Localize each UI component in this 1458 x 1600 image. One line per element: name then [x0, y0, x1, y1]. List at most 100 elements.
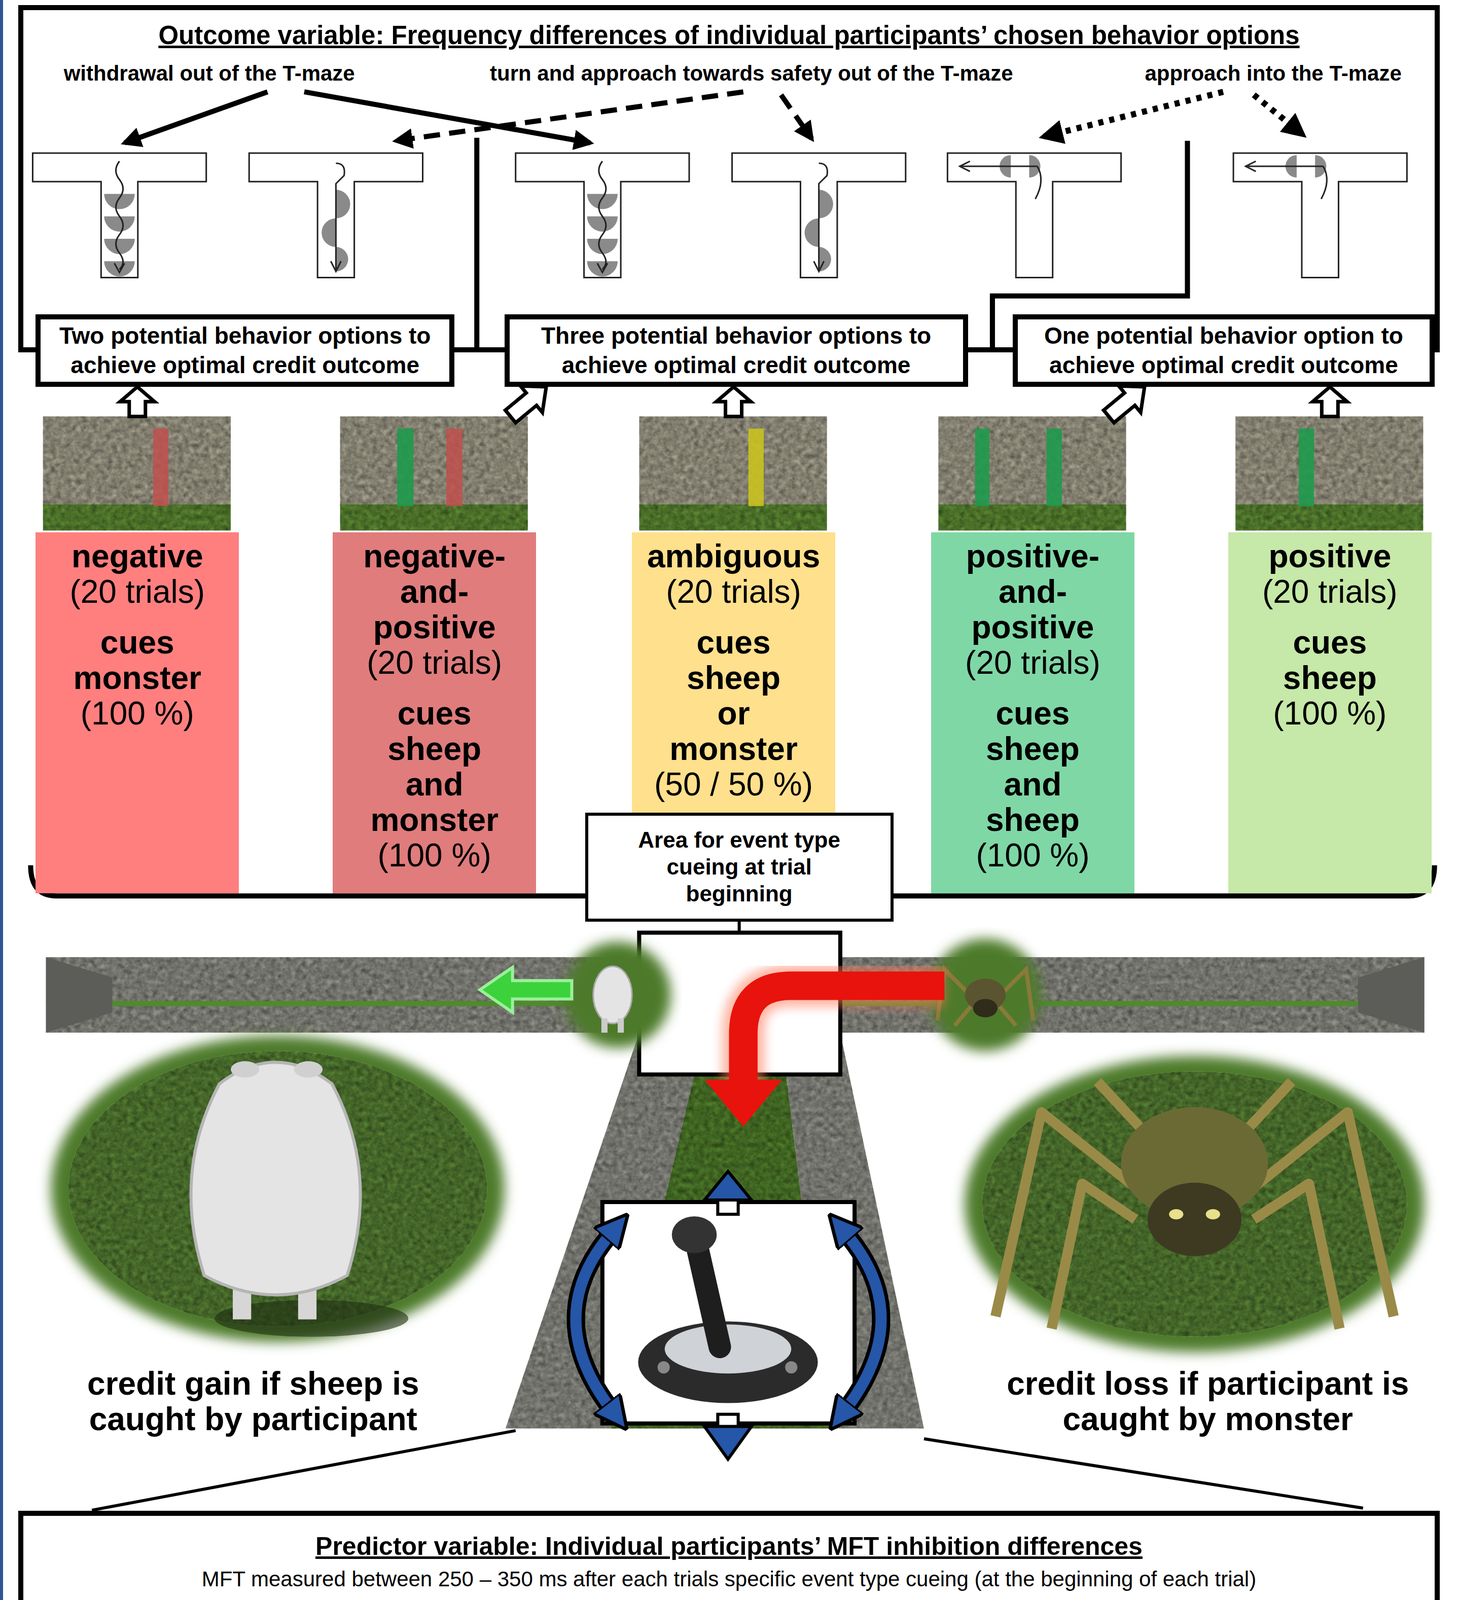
t-maze-icons — [947, 153, 1121, 278]
joystick-figure — [602, 1202, 855, 1425]
option-pointer-arrows — [1253, 94, 1303, 135]
cue-probability: (100 %) — [1232, 695, 1428, 732]
sheep-figure — [51, 1036, 505, 1343]
option-pointer-arrows — [304, 91, 591, 144]
event-type-name: positive- and- positive — [966, 538, 1100, 646]
option-pointer-arrows — [396, 91, 744, 141]
t-maze-icons — [321, 163, 350, 272]
joystick-figure — [717, 1200, 738, 1215]
t-maze-icons — [249, 153, 423, 278]
event-type-name: negative- and- positive — [363, 538, 506, 646]
monster-figure — [965, 1056, 1425, 1353]
event-type-band: negative- and- positive(20 trials) cues s… — [332, 416, 537, 894]
t-maze-icons — [587, 161, 618, 277]
sheep-figure — [51, 1036, 505, 1343]
event-type-band: positive- and- positive(20 trials)cues s… — [931, 416, 1135, 894]
joystick-figure — [576, 1231, 613, 1412]
joystick-figure — [91, 1431, 516, 1511]
cueing-area-box: Area for event type cueing at trial begi… — [585, 812, 894, 922]
option-pointer-arrows — [124, 91, 1303, 144]
cue-probability: (100 %) — [39, 695, 235, 732]
joystick-figure — [844, 1231, 881, 1412]
behavior-option-label: turn and approach towards safety out of … — [416, 60, 1087, 87]
movement-arrows — [479, 967, 945, 1127]
trial-count: (20 trials) — [336, 645, 532, 681]
trial-count: (20 trials) — [39, 574, 235, 610]
joystick-figure — [717, 1414, 738, 1428]
joystick-figure — [91, 1171, 1364, 1511]
cueing-area-text: Area for event type cueing at trial begi… — [627, 827, 851, 908]
sheep-figure — [230, 1061, 260, 1078]
joystick-figure — [671, 1216, 718, 1254]
block-arrow — [120, 386, 155, 417]
measure-description: MFT measured between 250 – 350 ms after … — [23, 1567, 1435, 1593]
monster-figure — [1147, 1183, 1242, 1257]
cue-probability: (50 / 50 %) — [635, 766, 832, 803]
cue-description: cues sheep or monster — [669, 624, 798, 767]
cue-description: cues sheep and monster — [370, 695, 499, 838]
t-maze-icons — [1245, 155, 1327, 200]
behavior-option-label: approach into the T-maze — [1116, 60, 1431, 87]
joystick-figure — [704, 1427, 752, 1460]
joystick-figure — [923, 1439, 1364, 1509]
option-pointer-arrows — [780, 94, 812, 139]
t-maze-icons — [103, 161, 135, 277]
joystick-figure — [576, 1231, 613, 1412]
block-arrow — [1312, 386, 1347, 417]
sheep-in-corridor — [564, 942, 671, 1049]
joystick-figure — [704, 1171, 752, 1201]
maze-corridor — [505, 1033, 924, 1430]
joystick-figure — [657, 1361, 670, 1374]
block-arrow — [716, 386, 752, 417]
monster-figure — [965, 1056, 1425, 1353]
page-edge-bar — [0, 0, 4, 1600]
sheep-figure — [191, 1062, 361, 1296]
monster-figure — [1051, 1184, 1136, 1330]
t-maze-icons — [732, 153, 906, 278]
sheep-in-corridor — [593, 966, 633, 1024]
panel-heading: Outcome variable: Frequency differences … — [23, 20, 1435, 51]
monster-figure — [1168, 1209, 1184, 1220]
monster-in-corridor — [929, 939, 1042, 1052]
sheep-in-corridor — [564, 942, 671, 1049]
credit-caption: credit gain if sheep is caught by partic… — [55, 1366, 451, 1438]
t-maze-icons — [32, 153, 1407, 278]
sheep-in-corridor — [617, 1018, 624, 1034]
event-type-band: positive(20 trials)cues sheep(100 %) — [1228, 416, 1432, 894]
behavior-option-label: withdrawal out of the T-maze — [11, 60, 408, 87]
cue-probability: (100 %) — [935, 837, 1131, 874]
option-count-text: One potential behavior option to achieve… — [1022, 321, 1425, 380]
t-maze-icons — [1233, 153, 1407, 278]
monster-figure — [1205, 1209, 1221, 1220]
option-pointer-arrows — [1043, 91, 1224, 137]
monster-figure — [995, 1082, 1394, 1330]
credit-caption: credit loss if participant is caught by … — [979, 1366, 1437, 1438]
option-count-box: Three potential behavior options to achi… — [504, 314, 969, 387]
monster-in-corridor — [937, 969, 1034, 1026]
movement-arrows — [743, 985, 945, 1084]
sheep-figure — [68, 1051, 487, 1327]
t-maze-icons — [515, 153, 690, 278]
movement-arrows — [704, 1079, 782, 1127]
event-type-name: negative — [71, 538, 204, 575]
outcome-panel: Outcome variable: Frequency differences … — [18, 5, 1440, 353]
joystick-figure — [844, 1231, 881, 1412]
maze-corridor — [46, 933, 1425, 1430]
maze-corridor — [46, 957, 113, 1034]
option-count-text: Three potential behavior options to achi… — [514, 321, 958, 380]
predictor-panel: Predictor variable: Individual participa… — [18, 1511, 1440, 1600]
option-count-text: Two potential behavior options to achiev… — [45, 321, 444, 380]
monster-in-corridor — [929, 939, 1042, 1052]
sheep-figure — [294, 1061, 323, 1078]
cue-description: cues monster — [73, 624, 202, 696]
t-maze-icons — [804, 163, 833, 272]
option-count-box: One potential behavior option to achieve… — [1012, 314, 1435, 387]
movement-arrows — [743, 985, 945, 1084]
option-pointer-arrows — [124, 91, 268, 144]
cue-description: cues sheep and sheep — [985, 695, 1080, 838]
cue-description: cues sheep — [1283, 624, 1377, 696]
event-type-name: positive — [1268, 538, 1392, 575]
t-maze-icons — [959, 155, 1042, 200]
event-type-name: ambiguous — [647, 538, 821, 575]
